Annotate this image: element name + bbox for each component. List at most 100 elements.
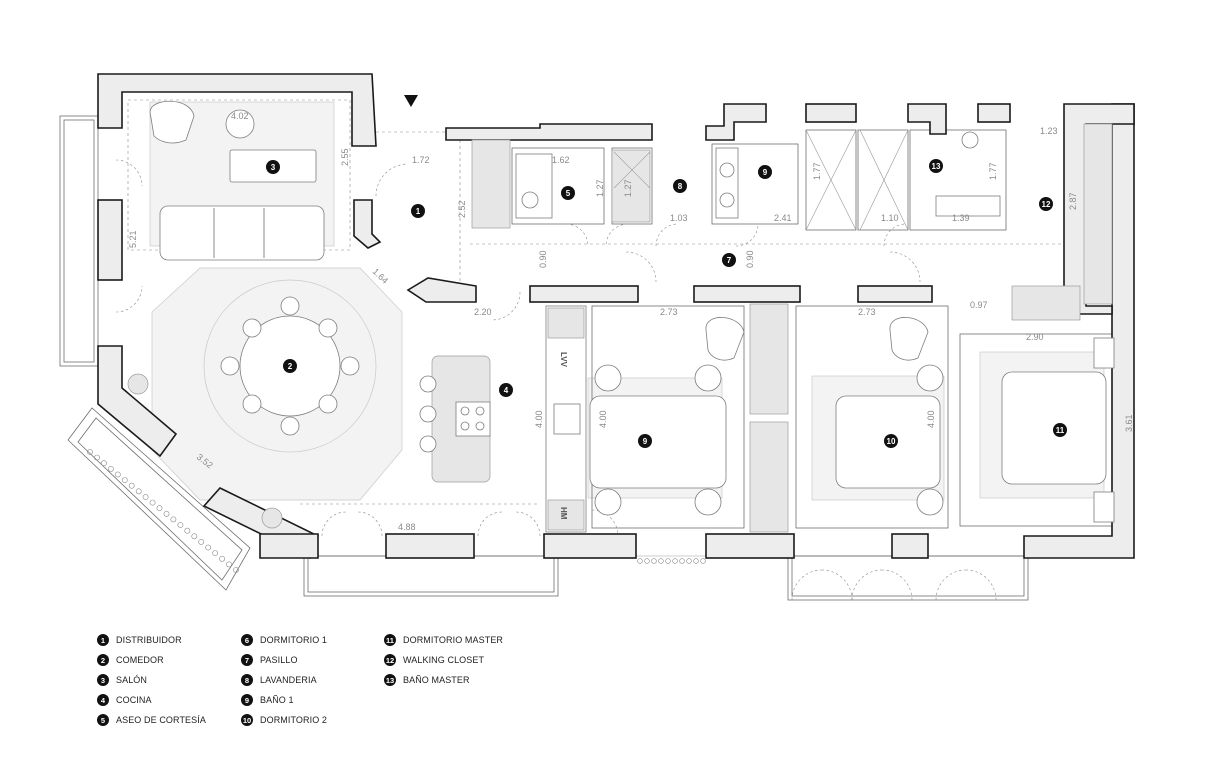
legend-label: SALÓN [116, 675, 148, 685]
railing-dot [142, 494, 149, 500]
dimension: 2.55 [340, 148, 350, 166]
legend-label: LAVANDERIA [260, 675, 317, 685]
railing-dot [101, 460, 107, 467]
dimension: 1.10 [881, 213, 899, 223]
dimension: 2.90 [1026, 332, 1044, 342]
svg-text:9: 9 [763, 168, 768, 177]
dimension: 4.00 [926, 410, 936, 428]
room-tag: 2 [283, 359, 297, 373]
legend-label: BAÑO MASTER [403, 675, 470, 685]
room-tag: 7 [722, 253, 736, 267]
legend-label: COMEDOR [116, 655, 164, 665]
legend-item: 13 BAÑO MASTER [384, 672, 470, 688]
legend-badge: 11 [384, 634, 396, 646]
dishwasher-label: LVV [559, 352, 568, 368]
dimension: 2.41 [774, 213, 792, 223]
railing-dot [170, 516, 177, 523]
legend-badge: 5 [97, 714, 109, 726]
legend-badge: 6 [241, 634, 253, 646]
dimension: 5.21 [128, 230, 138, 248]
legend-item: 8 LAVANDERIA [241, 672, 317, 688]
room-tag: 1 [411, 204, 425, 218]
svg-text:13: 13 [932, 162, 941, 171]
dimension-labels: 4.02 2.55 1.72 5.21 2.52 1.64 1.62 1.27 … [128, 111, 1134, 532]
railing-dot [198, 539, 205, 545]
dimension: 4.00 [598, 410, 608, 428]
dimension: 1.72 [412, 155, 430, 165]
railing-dot [191, 533, 198, 540]
dimension: 1.39 [952, 213, 970, 223]
railing-dot [212, 550, 218, 556]
svg-text:12: 12 [1042, 200, 1051, 209]
railing-dot [693, 558, 699, 564]
railing-dot [121, 477, 128, 483]
railing-dot [135, 488, 142, 495]
balcony-railing-dots [87, 449, 706, 573]
railing-dot [672, 558, 678, 564]
room-tag: 12 [1039, 197, 1053, 211]
railing-dot [226, 561, 232, 568]
legend-badge: 9 [241, 694, 253, 706]
railing-dot [156, 505, 163, 512]
legend-badge: 4 [97, 694, 109, 706]
railing-dot [219, 555, 225, 562]
room-tag: 9 [638, 434, 652, 448]
legend-label: ASEO DE CORTESÍA [116, 715, 206, 725]
legend-item: 3 SALÓN [97, 672, 147, 688]
legend-badge: 3 [97, 674, 109, 686]
railing-dot [658, 558, 664, 564]
svg-text:3: 3 [271, 163, 276, 172]
legend-label: DISTRIBUIDOR [116, 635, 182, 645]
legend-badge: 8 [241, 674, 253, 686]
dimension: 1.77 [812, 162, 822, 180]
legend-badge: 7 [241, 654, 253, 666]
room-tag: 5 [561, 186, 575, 200]
room-tag: 3 [266, 160, 280, 174]
legend-label: DORMITORIO 1 [260, 635, 328, 645]
railing-dot [205, 544, 212, 551]
dimension: 0.90 [538, 250, 548, 268]
railing-dot [128, 482, 135, 489]
dimension: 1.62 [552, 155, 570, 165]
legend-label: DORMITORIO 2 [260, 715, 328, 725]
dimension: 1.27 [623, 179, 633, 197]
svg-text:11: 11 [1056, 426, 1065, 435]
legend-badge: 13 [384, 674, 396, 686]
railing-dot [686, 558, 692, 564]
doors [115, 159, 997, 601]
legend-item: 5 ASEO DE CORTESÍA [97, 712, 206, 728]
svg-text:5: 5 [566, 189, 571, 198]
room-tag: 11 [1053, 423, 1067, 437]
dimension: 4.88 [398, 522, 416, 532]
railing-dot [644, 558, 650, 564]
svg-text:9: 9 [643, 437, 648, 446]
dimension: 1.03 [670, 213, 688, 223]
svg-text:2: 2 [288, 362, 293, 371]
dimension: 0.97 [970, 300, 988, 310]
svg-text:8: 8 [678, 182, 683, 191]
dimension: 2.73 [660, 307, 678, 317]
railing-dot [163, 510, 170, 517]
railing-dot [87, 449, 93, 455]
entrance-arrow-icon [404, 95, 418, 107]
furniture [127, 100, 1115, 533]
dimension: 1.27 [595, 179, 605, 197]
room-tag: 10 [884, 434, 898, 448]
legend-badge: 10 [241, 714, 253, 726]
legend-item: 6 DORMITORIO 1 [241, 632, 327, 648]
dimension: 2.73 [858, 307, 876, 317]
railing-dot [700, 558, 706, 564]
legend-item: 10 DORMITORIO 2 [241, 712, 327, 728]
railing-dot [637, 558, 643, 564]
dimension: 4.02 [231, 111, 249, 121]
room-tag: 4 [499, 383, 513, 397]
dimension: 0.90 [745, 250, 755, 268]
svg-text:10: 10 [887, 437, 896, 446]
dimension: 2.20 [474, 307, 492, 317]
